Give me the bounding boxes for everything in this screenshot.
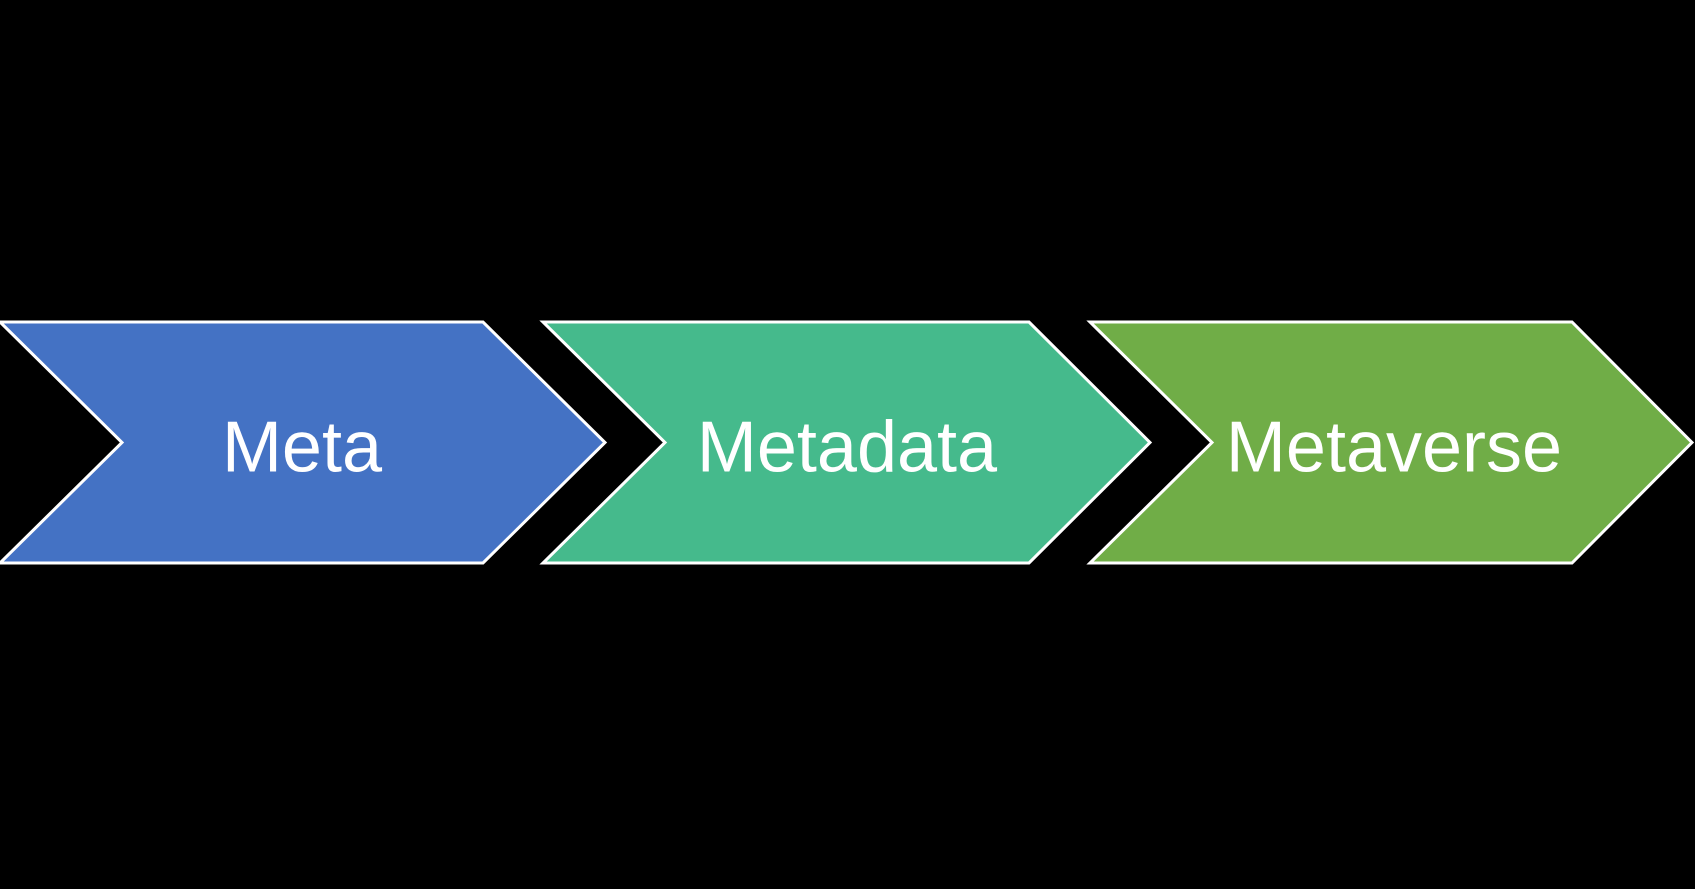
chevron-label-1: Meta xyxy=(222,408,383,488)
chevron-shape-1 xyxy=(0,320,608,565)
chevron-step-2: Metadata xyxy=(539,320,1153,565)
chevron-step-1: Meta xyxy=(0,320,608,565)
chevron-shape-2 xyxy=(539,320,1153,565)
chevron-label-3: Metaverse xyxy=(1226,408,1562,488)
chevron-label-2: Metadata xyxy=(697,408,998,488)
chevron-shape-3 xyxy=(1086,320,1695,565)
chevron-step-3: Metaverse xyxy=(1086,320,1695,565)
